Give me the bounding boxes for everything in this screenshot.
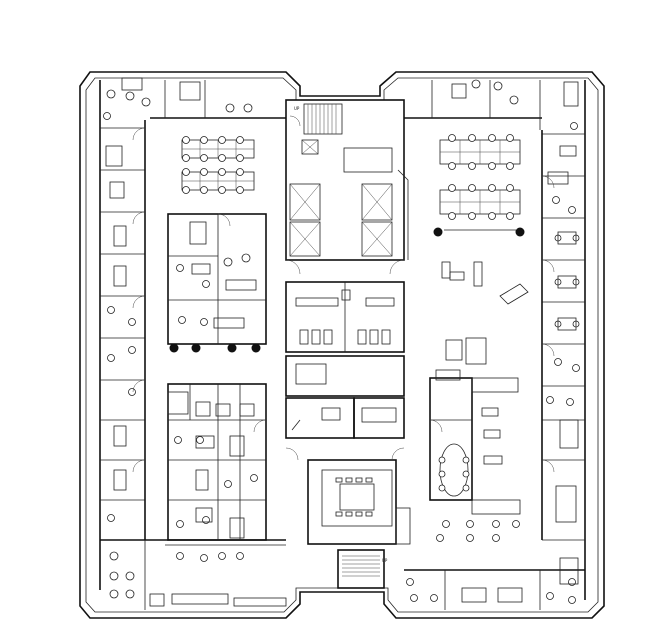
central-core: UP: [285, 99, 409, 261]
open-lounge-right: [441, 261, 529, 305]
desks: [105, 77, 579, 607]
restrooms: [285, 281, 405, 353]
core-lower-rooms: [285, 355, 405, 439]
stair-label-north: UP: [294, 106, 300, 111]
right-conference-zone: [429, 377, 521, 515]
door-swings: [132, 115, 555, 473]
stair-label-south: UP: [382, 558, 388, 563]
workstations-top-left: [181, 139, 255, 191]
chairs: [103, 79, 580, 604]
left-office-block-upper: [167, 213, 267, 345]
workstations-top-right: [439, 139, 521, 231]
left-perimeter-offices: [99, 80, 146, 590]
conference-room-center: [307, 459, 411, 545]
building-shell: [79, 71, 605, 619]
left-office-block-lower: [167, 383, 267, 541]
south-stair: UP: [337, 549, 388, 589]
top-perimeter-offices: [150, 80, 542, 130]
